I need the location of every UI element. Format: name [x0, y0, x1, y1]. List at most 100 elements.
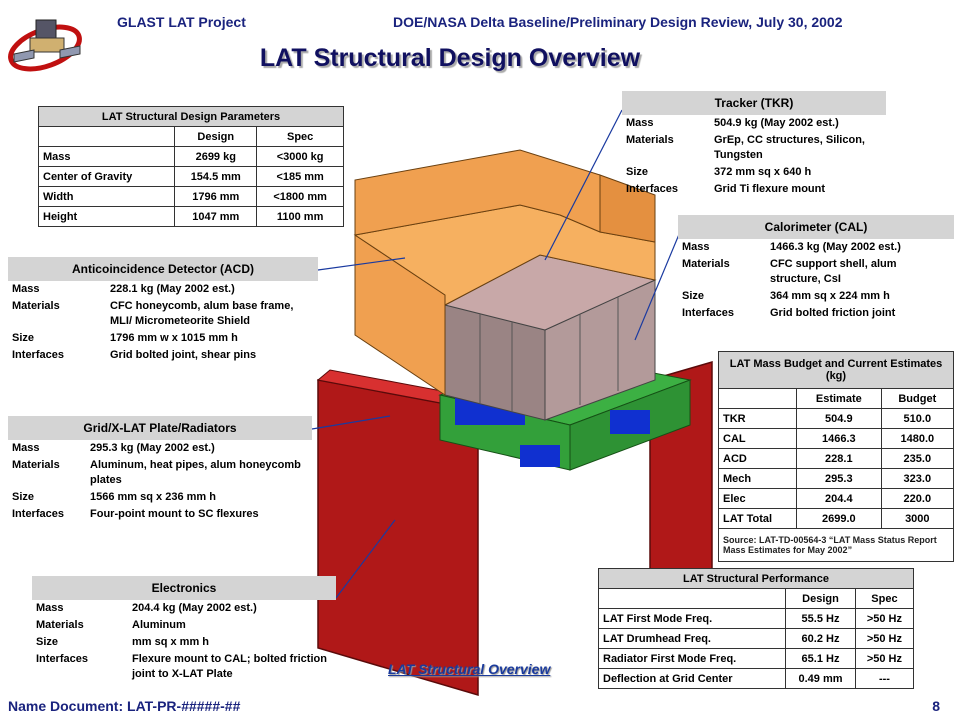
row-label: Height	[37, 206, 176, 227]
field-label: Interfaces	[682, 307, 734, 319]
acd-heading: Anticoincidence Detector (ACD)	[8, 257, 318, 281]
column-header	[597, 588, 787, 609]
column-header: Spec	[256, 126, 344, 147]
field-label: Mass	[626, 117, 654, 129]
field-value: Aluminum	[132, 619, 186, 631]
field-label: Interfaces	[12, 349, 64, 361]
column-header: Design	[174, 126, 258, 147]
row-label: Center of Gravity	[37, 166, 176, 187]
field-value: Flexure mount to CAL; bolted friction jo…	[132, 653, 327, 680]
field-value: 1466.3 kg (May 2002 est.)	[770, 241, 901, 253]
page-title: LAT Structural Design Overview	[259, 44, 641, 72]
field-label: Size	[682, 290, 705, 302]
field-label: Mass	[12, 442, 40, 454]
cell-spec: 1100 mm	[256, 206, 344, 227]
grid-panel: Grid/X-LAT Plate/Radiators Mass 295.3 kg …	[8, 416, 312, 523]
cell-estimate: 1466.3	[796, 428, 882, 449]
grid-heading: Grid/X-LAT Plate/Radiators	[8, 416, 312, 440]
field-label: Materials	[12, 459, 60, 471]
field-value: 364 mm sq x 224 mm h	[770, 290, 890, 302]
column-header: Estimate	[796, 388, 882, 409]
row-label: ACD	[718, 448, 797, 469]
cell-design: 1796 mm	[174, 186, 258, 207]
field-value: 228.1 kg (May 2002 est.)	[110, 283, 235, 295]
cell-spec: <1800 mm	[256, 186, 344, 207]
table-caption: LAT Mass Budget and Current Estimates (k…	[718, 351, 954, 389]
field-value: 1796 mm w x 1015 mm h	[110, 332, 238, 344]
table-caption: LAT Structural Design Parameters	[38, 106, 344, 127]
design-parameters-table: LAT Structural Design Parameters Design …	[37, 106, 344, 227]
cell-spec: >50 Hz	[854, 608, 915, 629]
list-item: Size 1566 mm sq x 236 mm h	[8, 489, 312, 506]
field-label: Materials	[36, 619, 84, 631]
row-label: Mech	[718, 468, 797, 489]
field-value: Four-point mount to SC flexures	[90, 508, 259, 520]
cell-design: 65.1 Hz	[785, 648, 856, 669]
list-item: Materials Aluminum	[32, 617, 336, 634]
field-value: 1566 mm sq x 236 mm h	[90, 491, 216, 503]
cell-design: 0.49 mm	[785, 668, 856, 689]
field-value: Grid bolted joint, shear pins	[110, 349, 257, 361]
list-item: Mass 1466.3 kg (May 2002 est.)	[678, 239, 954, 256]
cell-budget: 323.0	[880, 468, 955, 489]
field-label: Size	[626, 166, 649, 178]
list-item: Interfaces Grid bolted friction joint	[678, 305, 954, 322]
list-item: Interfaces Grid Ti flexure mount	[622, 181, 886, 198]
field-value: Grid bolted friction joint	[770, 307, 896, 319]
cell-budget: 235.0	[880, 448, 955, 469]
field-label: Size	[12, 491, 35, 503]
cell-spec: >50 Hz	[854, 648, 915, 669]
project-name: GLAST LAT Project	[117, 14, 246, 30]
field-value: 295.3 kg (May 2002 est.)	[90, 442, 215, 454]
column-header: Design	[785, 588, 856, 609]
footer-document-name: Name Document: LAT-PR-#####-##	[8, 698, 241, 714]
field-label: Materials	[12, 300, 60, 312]
table-caption: LAT Structural Performance	[598, 568, 914, 589]
row-label: Mass	[37, 146, 176, 167]
field-value: 372 mm sq x 640 h	[714, 166, 812, 178]
field-label: Interfaces	[626, 183, 678, 195]
cell-design: 2699 kg	[174, 146, 258, 167]
lat-structural-overview-link[interactable]: LAT Structural Overview	[388, 661, 551, 677]
row-label: Radiator First Mode Freq.	[597, 648, 787, 669]
cell-spec: <185 mm	[256, 166, 344, 187]
field-label: Mass	[36, 602, 64, 614]
source-note: Source: LAT-TD-00564-3 “LAT Mass Status …	[718, 528, 954, 562]
list-item: Materials GrEp, CC structures, Silicon, T…	[622, 132, 886, 164]
list-item: Mass 228.1 kg (May 2002 est.)	[8, 281, 318, 298]
acd-panel: Anticoincidence Detector (ACD) Mass 228.1…	[8, 257, 318, 364]
row-label: CAL	[718, 428, 797, 449]
row-label: Width	[37, 186, 176, 207]
field-value: GrEp, CC structures, Silicon, Tungsten	[714, 134, 865, 161]
cell-design: 60.2 Hz	[785, 628, 856, 649]
cell-budget: 220.0	[880, 488, 955, 509]
list-item: Mass 295.3 kg (May 2002 est.)	[8, 440, 312, 457]
cell-estimate: 2699.0	[796, 508, 882, 529]
field-label: Materials	[626, 134, 674, 146]
table-row: LAT Drumhead Freq.60.2 Hz>50 Hz	[597, 628, 915, 649]
cell-estimate: 204.4	[796, 488, 882, 509]
callout-arrows	[311, 109, 681, 599]
glast-logo	[8, 19, 82, 72]
list-item: Interfaces Grid bolted joint, shear pins	[8, 347, 318, 364]
field-value: Grid Ti flexure mount	[714, 183, 826, 195]
cell-budget: 3000	[880, 508, 955, 529]
field-label: Mass	[12, 283, 40, 295]
cell-spec: >50 Hz	[854, 628, 915, 649]
field-label: Mass	[682, 241, 710, 253]
